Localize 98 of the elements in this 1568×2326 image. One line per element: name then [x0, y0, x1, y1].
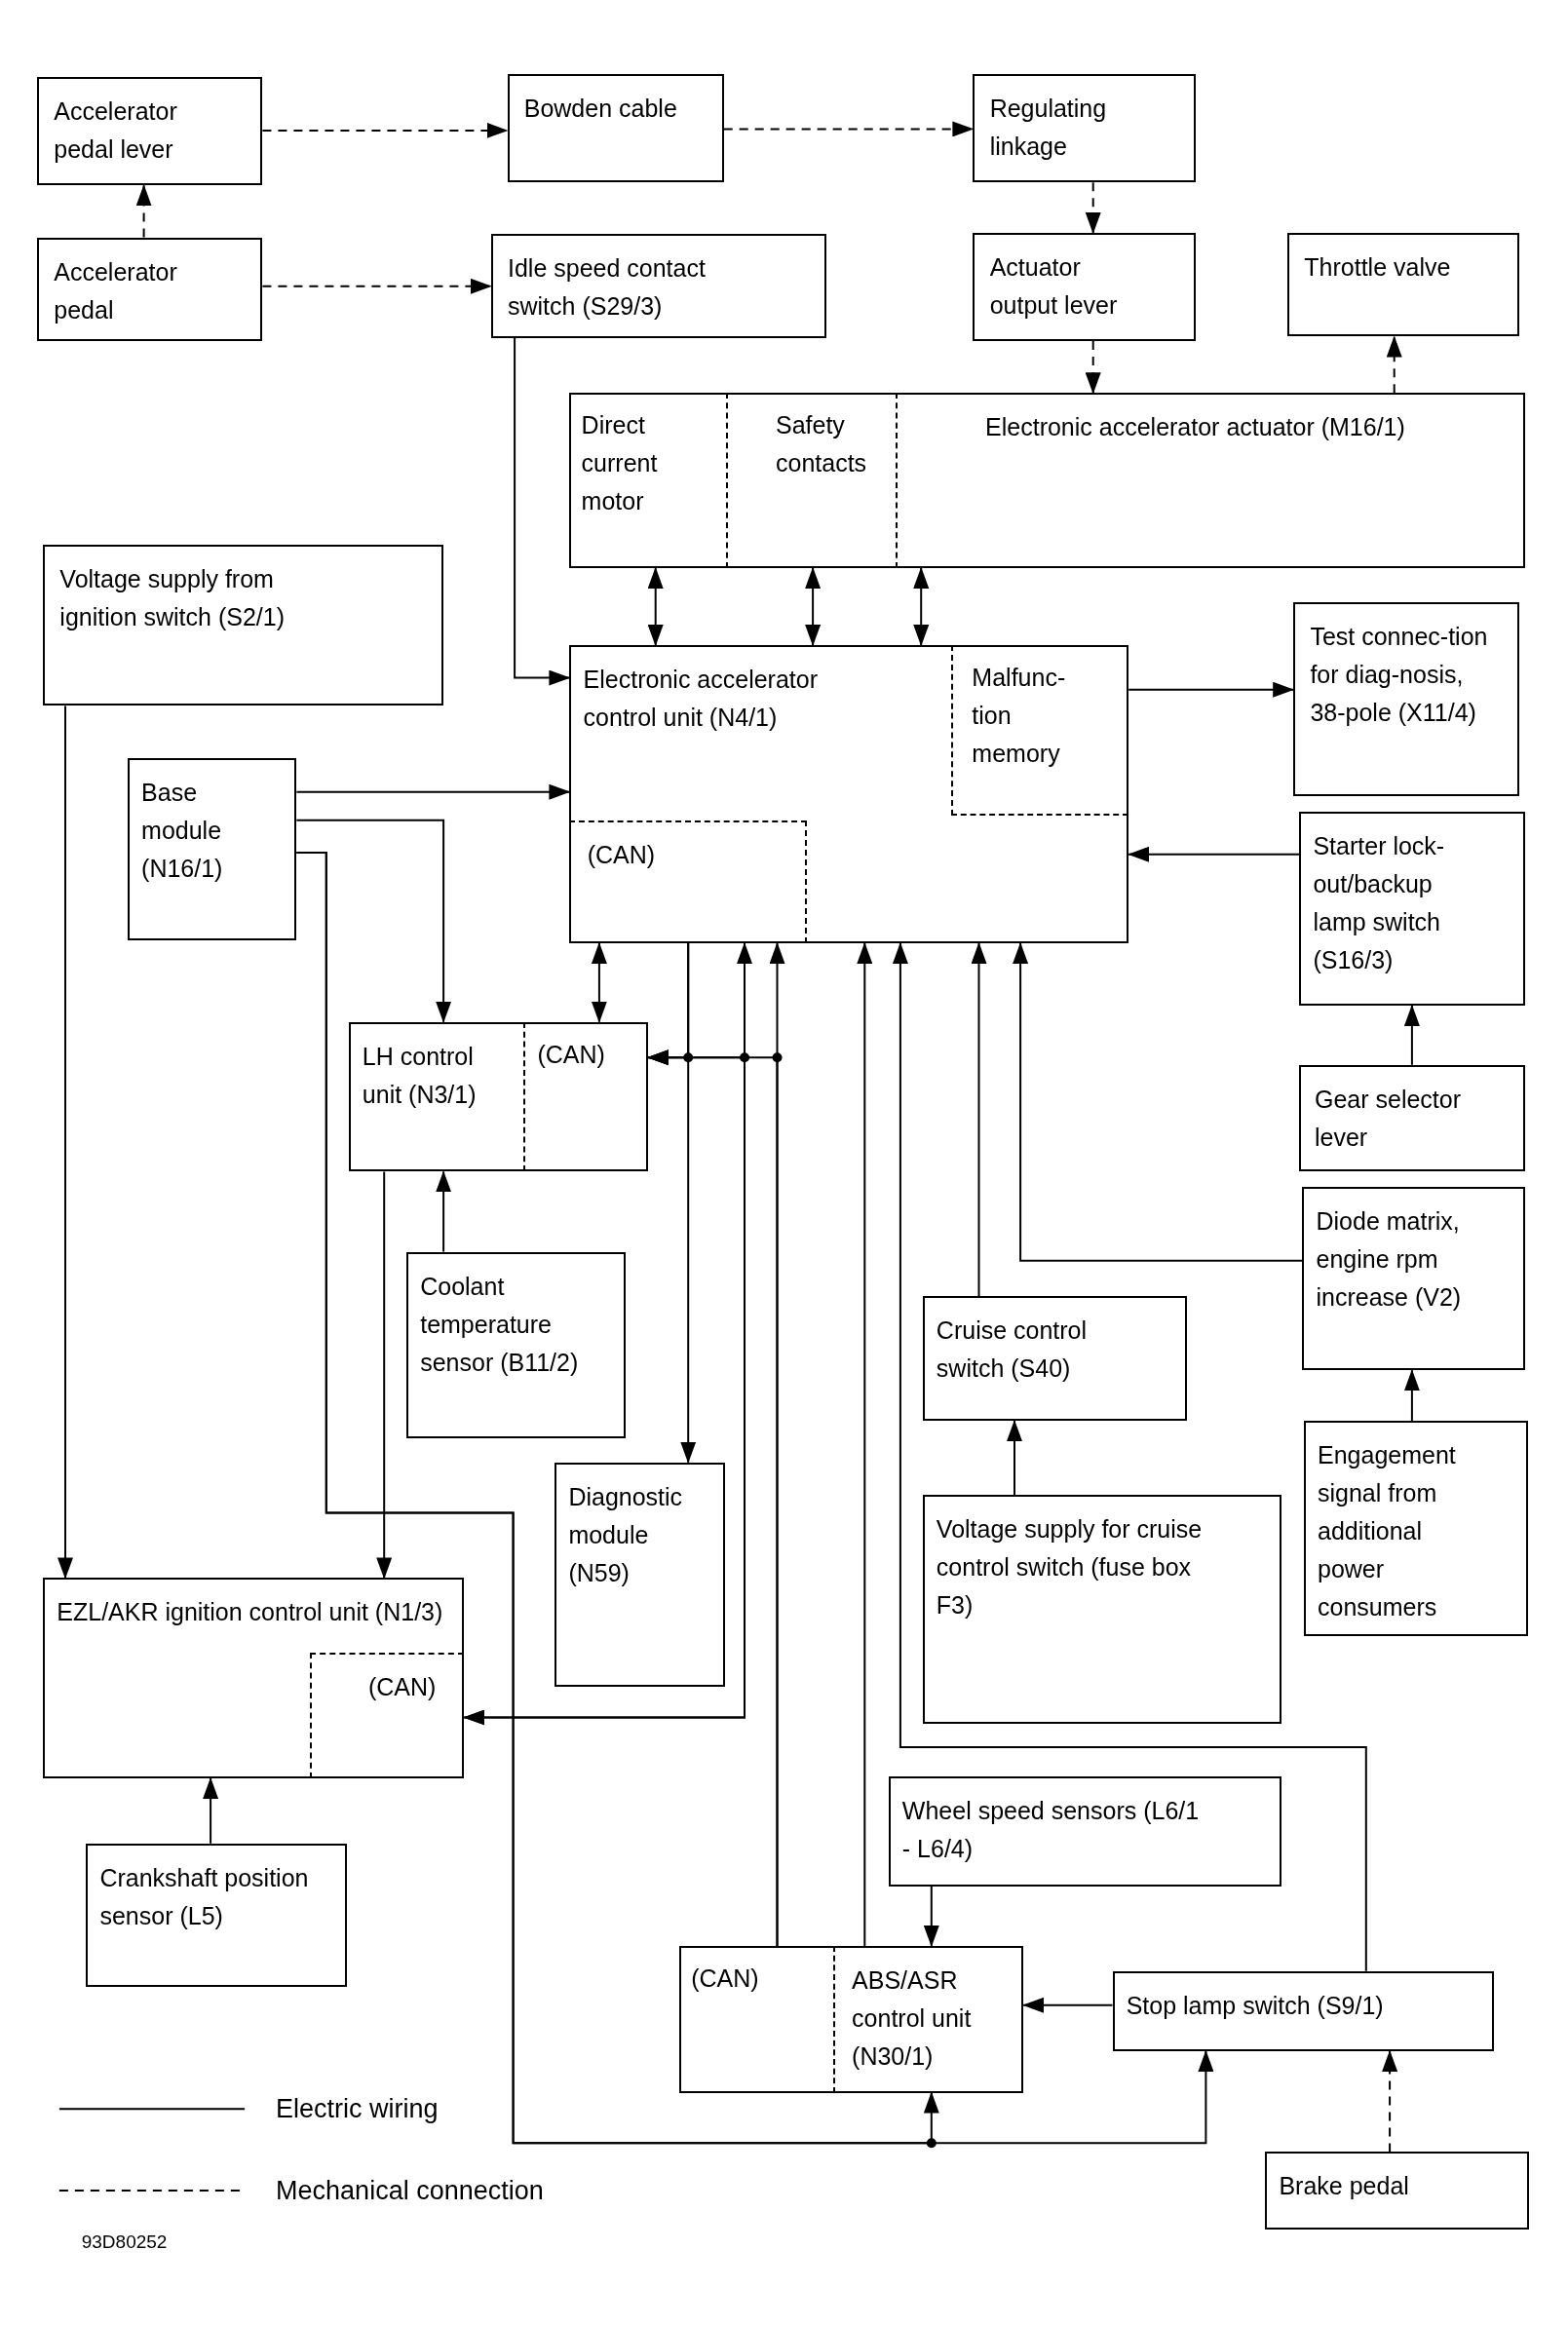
block-label: EZL/AKR ignition control unit (N1/3)	[57, 1597, 444, 1628]
block-label: Voltage supply from ignition switch (S2/1)	[59, 563, 286, 632]
block-label: Throttle valve	[1304, 251, 1452, 283]
legend-label: Mechanical connection	[276, 2175, 544, 2207]
block-label: Electronic accelerator actuator (M16/1)	[985, 412, 1406, 443]
wire-arrow	[295, 819, 452, 1023]
compartment	[950, 645, 1129, 817]
wire-arrow	[295, 783, 571, 800]
block-box	[569, 393, 1525, 568]
block-box	[1112, 1970, 1494, 2051]
block-box	[1299, 811, 1525, 1006]
block-label: Electronic accelerator control unit (N4/1)	[583, 665, 819, 734]
mechanical-link-arrow	[1085, 340, 1101, 395]
block-label: (CAN)	[587, 839, 657, 870]
block-box	[43, 1578, 465, 1778]
block-label: Direct current motor	[581, 410, 659, 517]
block-label: Starter lock-out/backup lamp switch (S16/3)	[1313, 830, 1446, 975]
figure-code: 93D80252	[81, 2231, 168, 2255]
block-label: Safety contacts	[776, 410, 868, 479]
block-label: Stop lamp switch (S9/1)	[1126, 1990, 1385, 2021]
mechanical-link-arrow	[261, 122, 509, 138]
block-label: Wheel speed sensors (L6/1 - L6/4)	[901, 1796, 1200, 1865]
mechanical-link-arrow	[1386, 335, 1402, 395]
wire-arrow	[971, 942, 987, 1298]
block-box	[490, 234, 826, 338]
block-label: Actuator output lever	[989, 251, 1119, 321]
block-label: Idle speed contact switch (S29/3)	[508, 253, 707, 323]
block-box	[86, 1843, 348, 1988]
block-box	[127, 757, 297, 940]
legend-label: Electric wiring	[276, 2093, 439, 2126]
block-box	[888, 1776, 1281, 1887]
wire-arrow	[647, 566, 664, 647]
wire-arrow	[647, 1049, 779, 1947]
block-box	[37, 77, 263, 186]
block-label: Coolant temperature sensor (B11/2)	[420, 1271, 580, 1378]
mechanical-link-arrow	[1085, 181, 1101, 234]
block-box	[1293, 601, 1519, 797]
block-box	[43, 544, 444, 706]
wire-arrow	[203, 1776, 219, 1845]
block-box	[1299, 1064, 1525, 1172]
mechanical-link-arrow	[1382, 2049, 1398, 2154]
block-label: Base module (N16/1)	[141, 777, 224, 884]
wire-arrow	[913, 566, 930, 647]
wire-arrow	[1403, 1004, 1420, 1066]
block-label: ABS/ASR control unit (N30/1)	[852, 1964, 973, 2072]
mechanical-link-arrow	[261, 278, 492, 294]
block-label: Engagement signal from additional power consumers	[1318, 1440, 1457, 1623]
block-label: Cruise control switch (S40)	[936, 1316, 1089, 1385]
compartment	[569, 820, 807, 943]
wire-arrow	[1128, 681, 1295, 698]
block-box	[679, 1945, 1024, 2093]
wire-arrow	[57, 705, 73, 1580]
block-box	[37, 237, 263, 342]
wire-arrow	[857, 942, 873, 1947]
block-label: Test connec-tion for diag-nosis, 38-pole (X11/4)	[1310, 621, 1489, 728]
wire-arrow	[376, 1170, 393, 1580]
block-box	[1265, 2152, 1530, 2230]
wire-arrow	[1022, 1997, 1114, 2013]
block-label: Regulating linkage	[989, 94, 1108, 163]
block-label: Accelerator pedal lever	[54, 96, 178, 166]
block-box	[1303, 1421, 1528, 1636]
wire-arrow	[1013, 942, 1304, 1262]
block-box	[569, 645, 1129, 943]
block-box	[348, 1021, 649, 1172]
wire-arrow	[892, 942, 1367, 1972]
mechanical-link-arrow	[135, 184, 152, 239]
wire-arrow	[1007, 1420, 1022, 1497]
block-box	[922, 1495, 1281, 1724]
block-label: Diagnostic module (N59)	[568, 1481, 684, 1588]
block-label: (CAN)	[537, 1039, 606, 1070]
wire-arrow	[1403, 1369, 1420, 1423]
wire-arrow	[436, 1170, 452, 1253]
wire-arrow	[514, 337, 571, 686]
block-label: Bowden cable	[523, 94, 678, 125]
block-box	[1302, 1186, 1525, 1371]
block-label: LH control unit (N3/1)	[362, 1041, 478, 1110]
block-box	[1287, 232, 1519, 337]
mechanical-link-arrow	[722, 121, 975, 137]
block-label: Diode matrix, engine rpm increase (V2)	[1316, 1205, 1463, 1313]
block-box	[406, 1251, 627, 1439]
block-label: Malfunc-tion memory	[972, 663, 1067, 770]
block-label: Gear selector lever	[1314, 1084, 1462, 1153]
block-box	[922, 1296, 1187, 1422]
block-label: Crankshaft position sensor (L5)	[99, 1862, 310, 1931]
block-label: (CAN)	[691, 1963, 760, 1994]
block-box	[973, 232, 1196, 342]
block-box	[555, 1462, 726, 1687]
block-label: Accelerator pedal	[54, 256, 178, 325]
block-label: Voltage supply for cruise control switch (fuse box F3)	[936, 1514, 1204, 1621]
wire-arrow	[805, 566, 822, 647]
block-box	[973, 74, 1196, 183]
compartment	[310, 1652, 465, 1778]
block-label: (CAN)	[367, 1671, 438, 1702]
block-box	[507, 74, 724, 183]
wire-arrow	[923, 1886, 939, 1947]
block-label: Brake pedal	[1279, 2171, 1410, 2202]
wire-arrow	[591, 942, 607, 1023]
wire-arrow	[1128, 846, 1301, 862]
